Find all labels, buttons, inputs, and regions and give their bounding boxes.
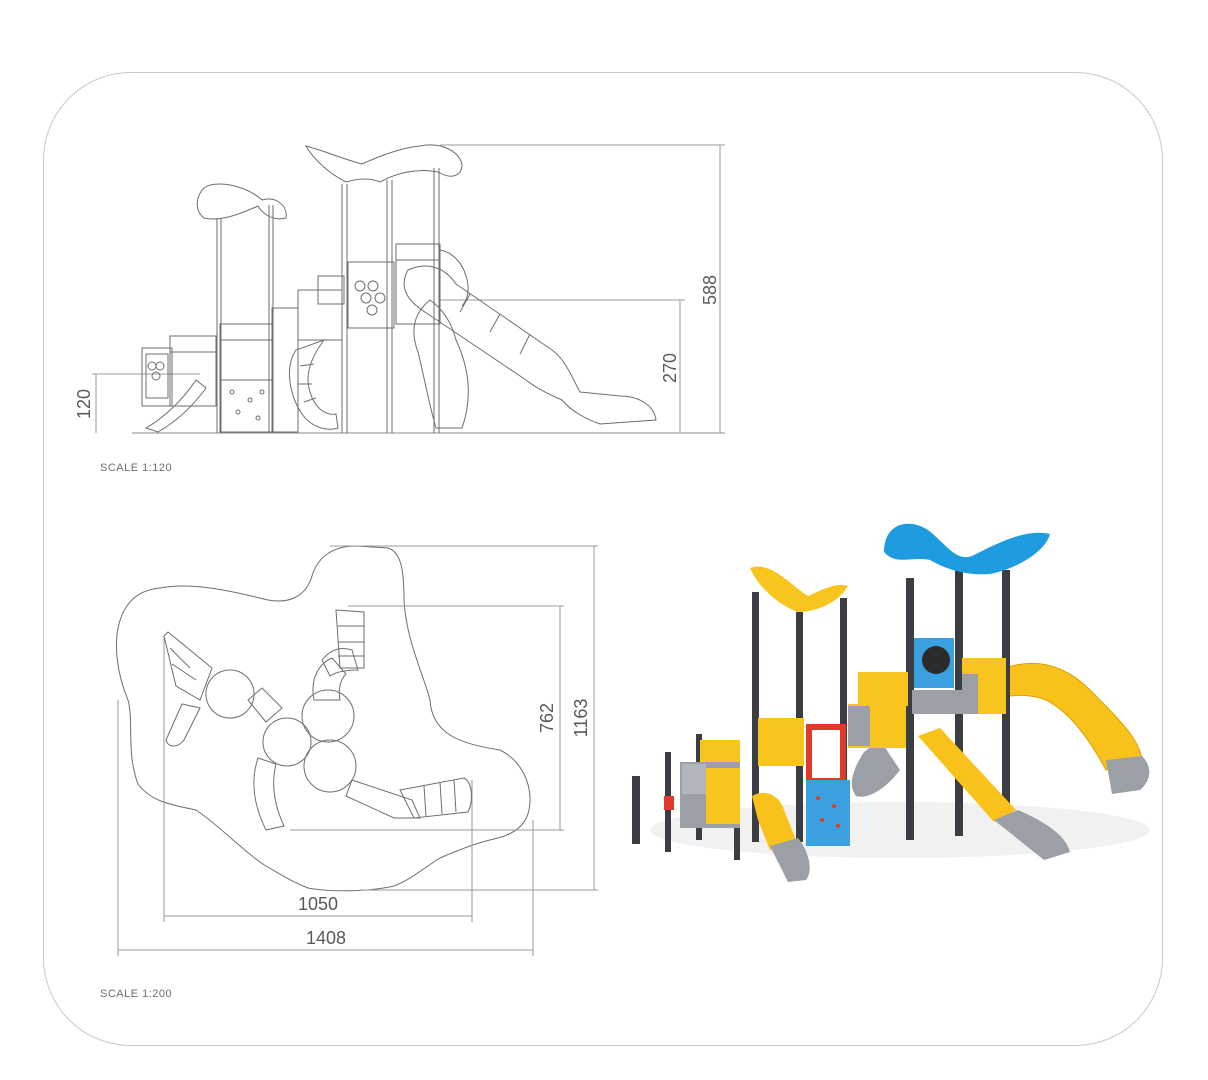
dim-platform-height: 270 (660, 353, 680, 383)
elevation-scale-label: SCALE 1:120 (100, 462, 173, 474)
dim-inner-width: 1050 (298, 894, 338, 914)
plan-scale-label: SCALE 1:200 (100, 988, 173, 1000)
playground-render (632, 523, 1150, 882)
dim-outer-depth: 1163 (571, 699, 591, 738)
dim-outer-width: 1408 (306, 928, 346, 948)
dim-low-platform-height: 120 (74, 389, 94, 419)
plan-view (115, 545, 598, 956)
elevation-view (92, 144, 725, 434)
dim-total-height: 588 (700, 275, 720, 305)
dim-inner-depth: 762 (537, 703, 557, 733)
